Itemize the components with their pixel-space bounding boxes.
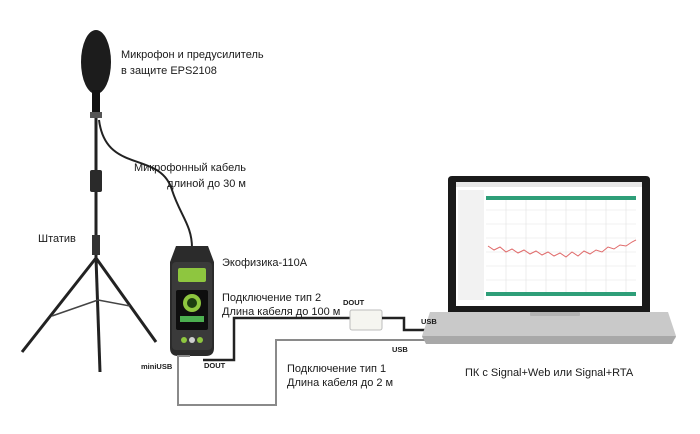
microphone-cable	[98, 119, 193, 249]
mic-label-line2: в защите EPS2108	[121, 65, 217, 77]
microphone-icon	[81, 30, 111, 118]
dout-label-bottom: DOUT	[204, 361, 226, 370]
dout-label-top: DOUT	[343, 298, 365, 307]
cable-label-line1: Микрофонный кабель	[133, 162, 246, 174]
cable-label-line2: длиной до 30 м	[167, 178, 246, 190]
mic-label-line1: Микрофон и предусилитель	[121, 49, 264, 61]
sound-level-meter-device	[170, 246, 214, 356]
pc-label: ПК с Signal+Web или Signal+RTA	[465, 367, 634, 379]
usb-label-bottom: USB	[392, 345, 408, 354]
connection-type-2-line2: Длина кабеля до 100 м	[222, 306, 341, 318]
miniusb-label: miniUSB	[141, 362, 173, 371]
tripod-label: Штатив	[38, 233, 76, 245]
connection-type-2-line1: Подключение тип 2	[222, 292, 322, 304]
usb-label-top: USB	[421, 317, 437, 326]
cable-type-2	[203, 316, 350, 362]
spectrum-trace	[487, 239, 637, 258]
device-label: Экофизика-110А	[222, 257, 308, 269]
cable-type-1	[177, 339, 448, 406]
connection-type-1-line1: Подключение тип 1	[287, 363, 387, 375]
laptop	[422, 176, 676, 344]
dout-converter-box	[349, 309, 383, 331]
tripod	[20, 115, 158, 373]
connection-type-1-line2: Длина кабеля до 2 м	[287, 377, 394, 389]
